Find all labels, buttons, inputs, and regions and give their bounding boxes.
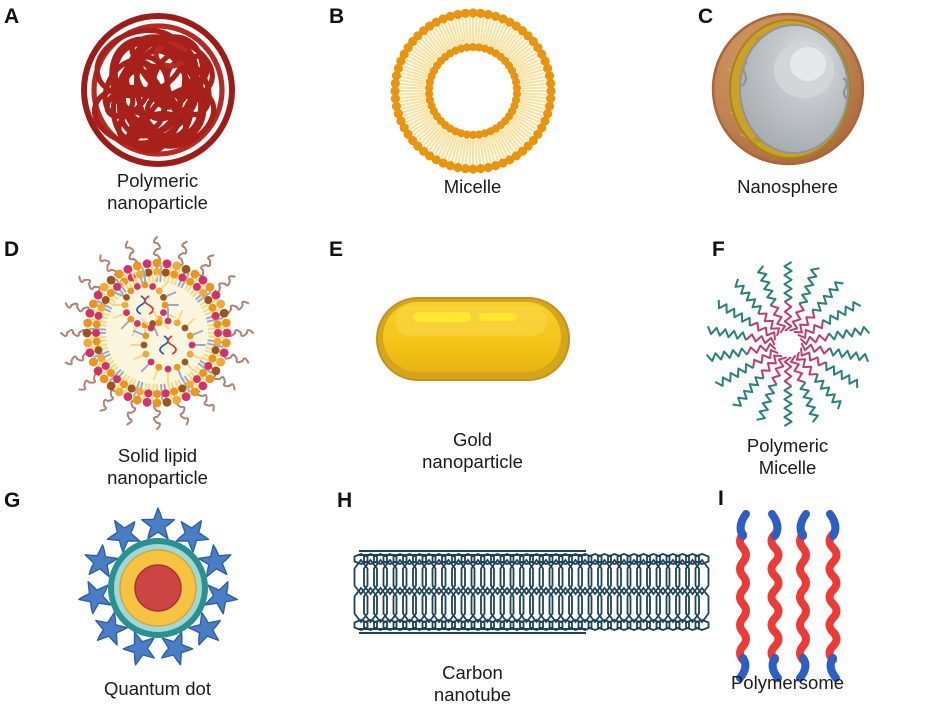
panel-caption-c: Nanosphere <box>737 176 838 197</box>
panel-g-quantum-dot: G Quantum dot <box>0 482 315 710</box>
gold-nanorod-icon <box>315 285 630 390</box>
panel-e-gold-nanoparticle: E Gold nanoparticle <box>315 237 630 482</box>
panel-caption-f: Polymeric Micelle <box>746 435 829 478</box>
panel-letter-a: A <box>4 5 20 28</box>
panel-letter-g: G <box>4 489 21 512</box>
panel-letter-f: F <box>712 238 725 261</box>
panel-f-polymeric-micelle: F Polymeric Micelle <box>630 237 945 482</box>
panel-b-micelle: B Micelle <box>315 0 630 237</box>
panel-letter-d: D <box>4 238 20 261</box>
panel-caption-d: Solid lipid nanoparticle <box>107 445 208 488</box>
panel-letter-i: I <box>718 487 724 510</box>
panel-i-polymersome: I Polymersome <box>630 482 945 710</box>
panel-letter-b: B <box>329 5 345 28</box>
nanosphere-icon <box>630 6 945 171</box>
panel-h-carbon-nanotube: H Carbon nanotube <box>315 482 710 710</box>
panel-letter-c: C <box>698 5 714 28</box>
micelle-bilayer-icon <box>315 7 630 174</box>
polymeric-micelle-icon <box>630 259 945 429</box>
carbon-nanotube-icon <box>315 536 710 646</box>
quantum-dot-icon <box>0 507 315 668</box>
panel-a-polymeric-nanoparticle: A <box>0 0 315 237</box>
solid-lipid-nanoparticle-icon <box>0 236 315 430</box>
panel-caption-a: Polymeric nanoparticle <box>107 170 208 213</box>
panel-letter-h: H <box>337 489 353 512</box>
polymersome-chains-icon <box>630 504 945 682</box>
panel-caption-e: Gold nanoparticle <box>422 429 523 472</box>
panel-letter-e: E <box>329 238 344 261</box>
panel-caption-b: Micelle <box>443 176 502 197</box>
panel-c-nanosphere: C <box>630 0 945 237</box>
panel-caption-i: Polymersome <box>730 672 845 693</box>
polymer-coil-icon <box>0 10 315 170</box>
panel-d-solid-lipid-nanoparticle: D Solid lipid nanoparticle <box>0 236 315 488</box>
panel-caption-g: Quantum dot <box>104 678 211 699</box>
panel-caption-h: Carbon nanotube <box>433 662 512 705</box>
